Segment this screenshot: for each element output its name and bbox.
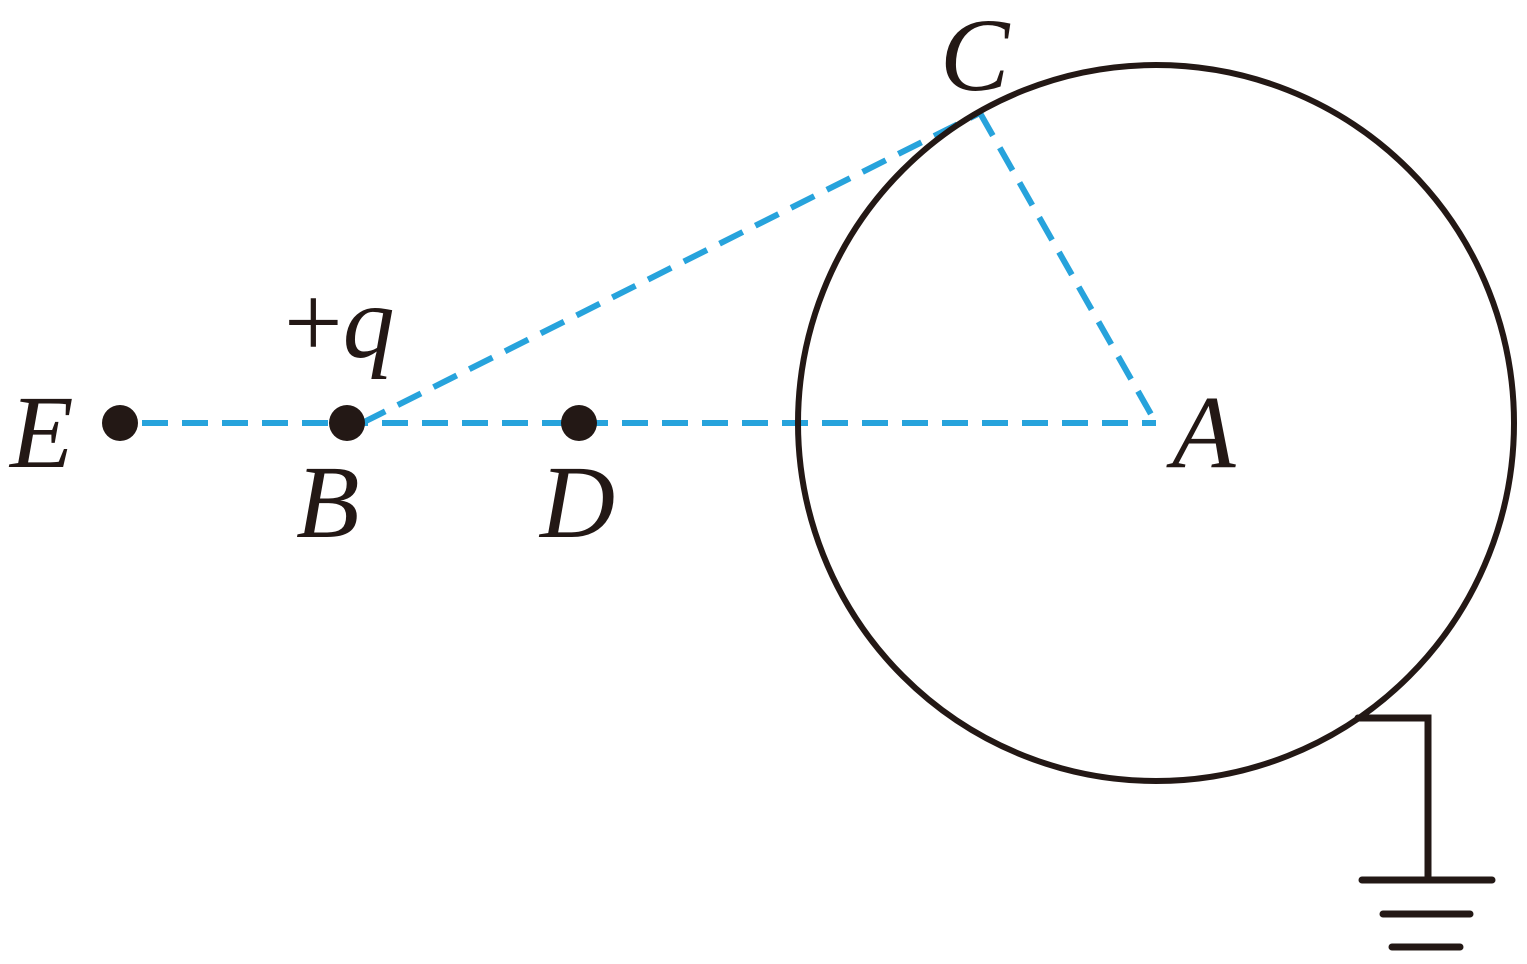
point-e <box>102 405 138 441</box>
dashed-lines <box>142 110 1159 426</box>
label-d: D <box>538 445 615 560</box>
conducting-sphere <box>795 62 1517 784</box>
point-d <box>561 405 597 441</box>
ground-symbol-icon <box>1354 714 1496 951</box>
label-a: A <box>1166 375 1236 490</box>
point-b-charge <box>329 405 365 441</box>
label-charge: +q <box>284 265 395 380</box>
charge-sign: + <box>284 265 343 380</box>
label-e: E <box>8 375 74 490</box>
label-c: C <box>940 0 1011 113</box>
label-b: B <box>296 445 360 560</box>
charge-symbol: q <box>343 265 395 380</box>
line-b-to-c <box>360 110 982 426</box>
line-c-to-a <box>977 111 1159 425</box>
ground-wire <box>1354 714 1432 884</box>
points <box>102 405 597 441</box>
